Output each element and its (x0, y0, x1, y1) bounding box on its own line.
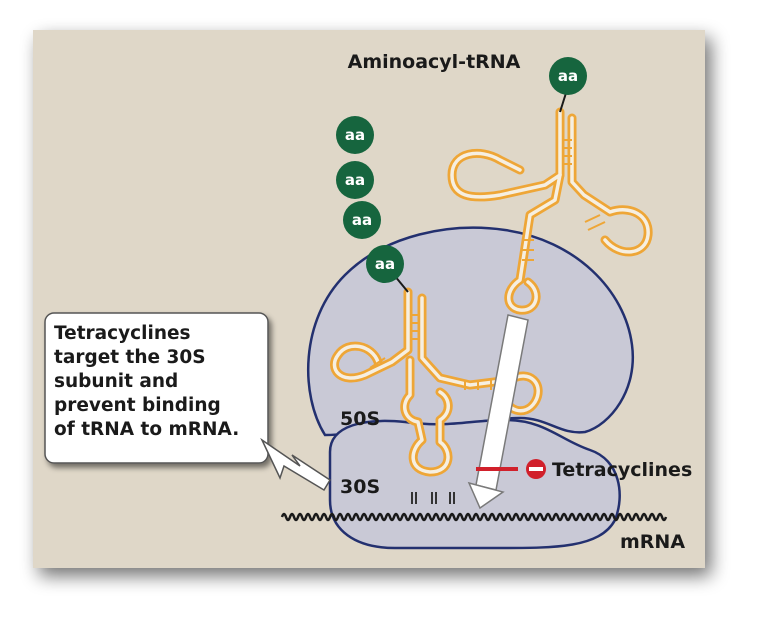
aa-circle-1 (336, 116, 374, 154)
mrna-strand (280, 512, 668, 522)
aa-chain (336, 116, 409, 293)
aa-label-3: aa (352, 211, 372, 229)
label-30s: 30S (340, 476, 380, 498)
aa-label-1: aa (345, 126, 365, 144)
callout-line-4: prevent binding (54, 395, 221, 416)
callout-box (44, 312, 269, 464)
aminoacyl-trna-title: Aminoacyl-tRNA (348, 51, 521, 73)
white-arrow-icon (467, 314, 529, 510)
aa-circle-4 (366, 245, 404, 283)
aa-circle-3 (343, 201, 381, 239)
callout-line-1: Tetracyclines (54, 323, 191, 344)
callout-line-2: target the 30S (54, 347, 206, 368)
aa-circle-5 (549, 57, 587, 95)
aa-single (549, 57, 587, 113)
callout-line-3: subunit and (54, 371, 179, 392)
aa-label-4: aa (375, 255, 395, 273)
mrna-label: mRNA (620, 531, 685, 553)
bound-trna-rungs (369, 314, 492, 390)
codon-marks (411, 492, 455, 504)
minus-circle-icon (526, 459, 546, 479)
incoming-trna-inner (450, 110, 650, 312)
tetracyclines-label: Tetracyclines (552, 459, 692, 481)
incoming-trna-rungs (522, 139, 606, 261)
aa-circle-2 (336, 161, 374, 199)
callout-text: Tetracyclines target the 30S subunit and… (54, 322, 264, 442)
aa-label-5: aa (558, 67, 578, 85)
callout-pointer-icon (260, 437, 332, 492)
callout-line-5: of tRNA to mRNA. (54, 419, 240, 440)
label-50s: 50S (340, 408, 380, 430)
aa-label-2: aa (345, 171, 365, 189)
